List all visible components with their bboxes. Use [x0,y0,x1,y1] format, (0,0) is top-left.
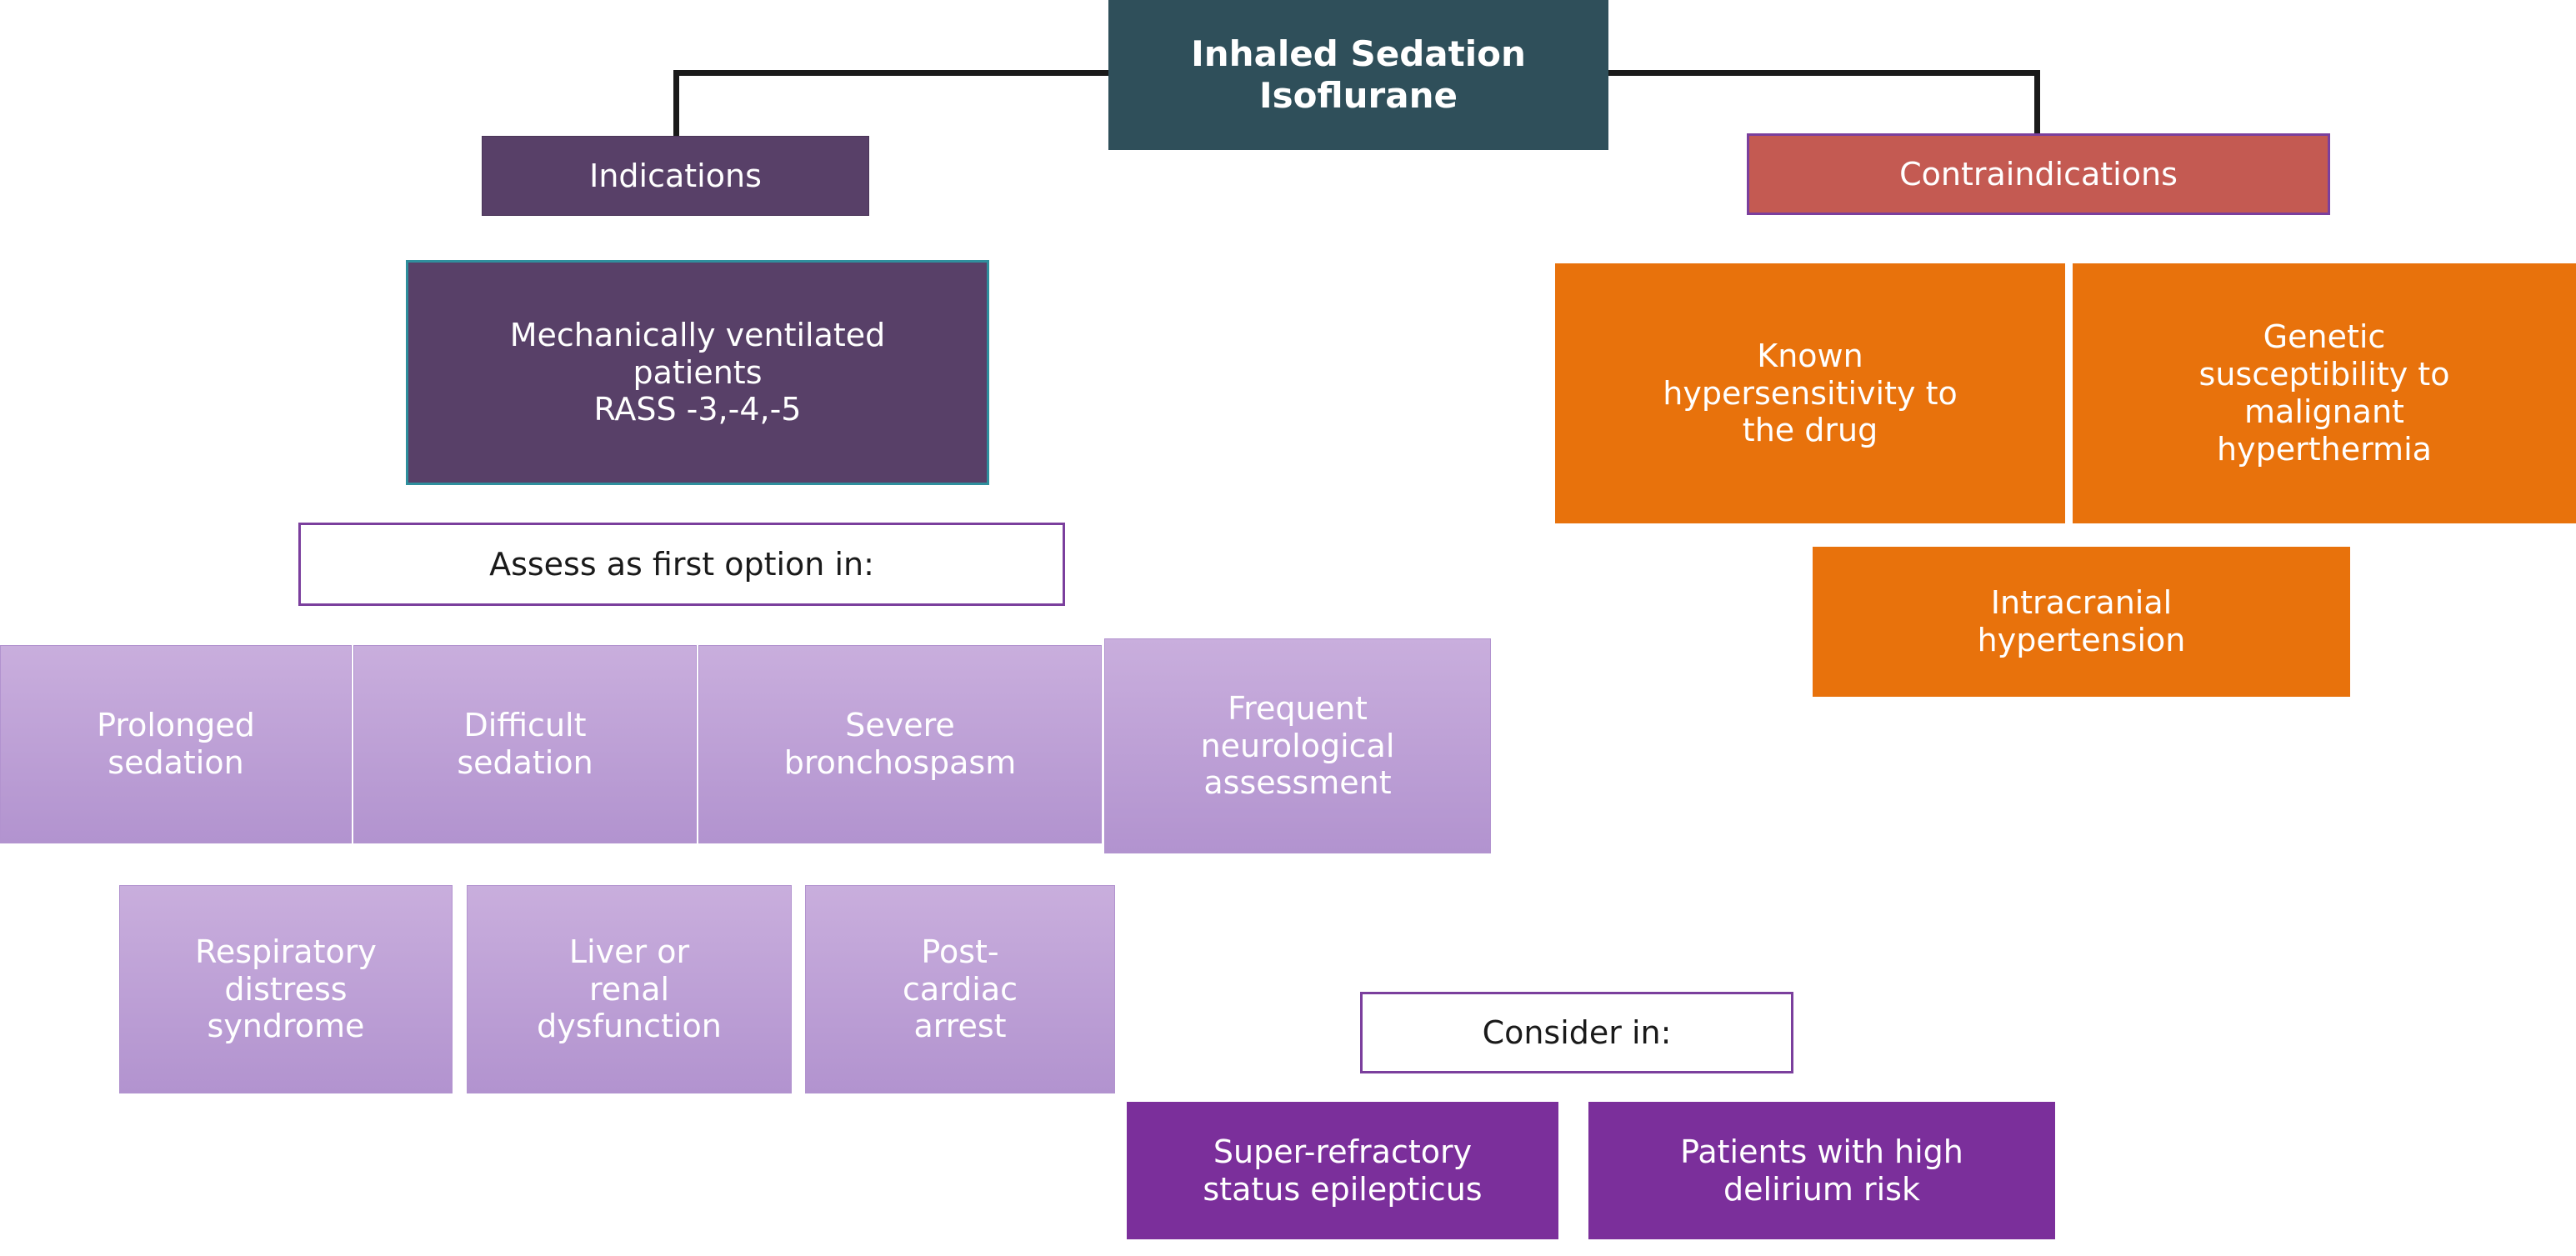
branch-node-contraindications[interactable]: Contraindications [1747,133,2330,215]
indications-first-option-header[interactable]: Assess as first option in: [298,523,1065,606]
indication-item-post-cardiac-arrest[interactable]: Post- cardiac arrest [805,885,1115,1093]
indications-consider-header[interactable]: Consider in: [1360,992,1793,1073]
indication-item-respiratory-distress-syndrome[interactable]: Respiratory distress syndrome [119,885,453,1093]
indication-item-severe-bronchospasm[interactable]: Severe bronchospasm [698,645,1102,843]
root-node-inhaled-sedation-isoflurane[interactable]: Inhaled Sedation Isoflurane [1108,0,1608,150]
indication-item-liver-or-renal-dysfunction[interactable]: Liver or renal dysfunction [467,885,792,1093]
connector-root-right-horizontal [1607,70,2040,76]
indication-primary-mechanically-ventilated[interactable]: Mechanically ventilated patients RASS -3… [406,260,989,485]
connector-root-left-horizontal [673,70,1111,76]
connector-root-left-vertical [673,70,679,137]
indication-item-prolonged-sedation[interactable]: Prolonged sedation [0,645,352,843]
branch-node-indications[interactable]: Indications [482,136,869,216]
connector-root-right-vertical [2034,70,2040,137]
indication-item-patients-with-high-delirium-risk[interactable]: Patients with high delirium risk [1588,1102,2055,1239]
contraindication-item-intracranial-hypertension[interactable]: Intracranial hypertension [1813,547,2350,697]
contraindication-item-known-hypersensitivity[interactable]: Known hypersensitivity to the drug [1555,263,2065,523]
indication-item-difficult-sedation[interactable]: Difficult sedation [353,645,697,843]
indication-item-frequent-neurological-assessment[interactable]: Frequent neurological assessment [1104,638,1491,853]
contraindication-item-malignant-hyperthermia[interactable]: Genetic susceptibility to malignant hype… [2073,263,2576,523]
indication-item-super-refractory-status-epilepticus[interactable]: Super-refractory status epilepticus [1127,1102,1558,1239]
